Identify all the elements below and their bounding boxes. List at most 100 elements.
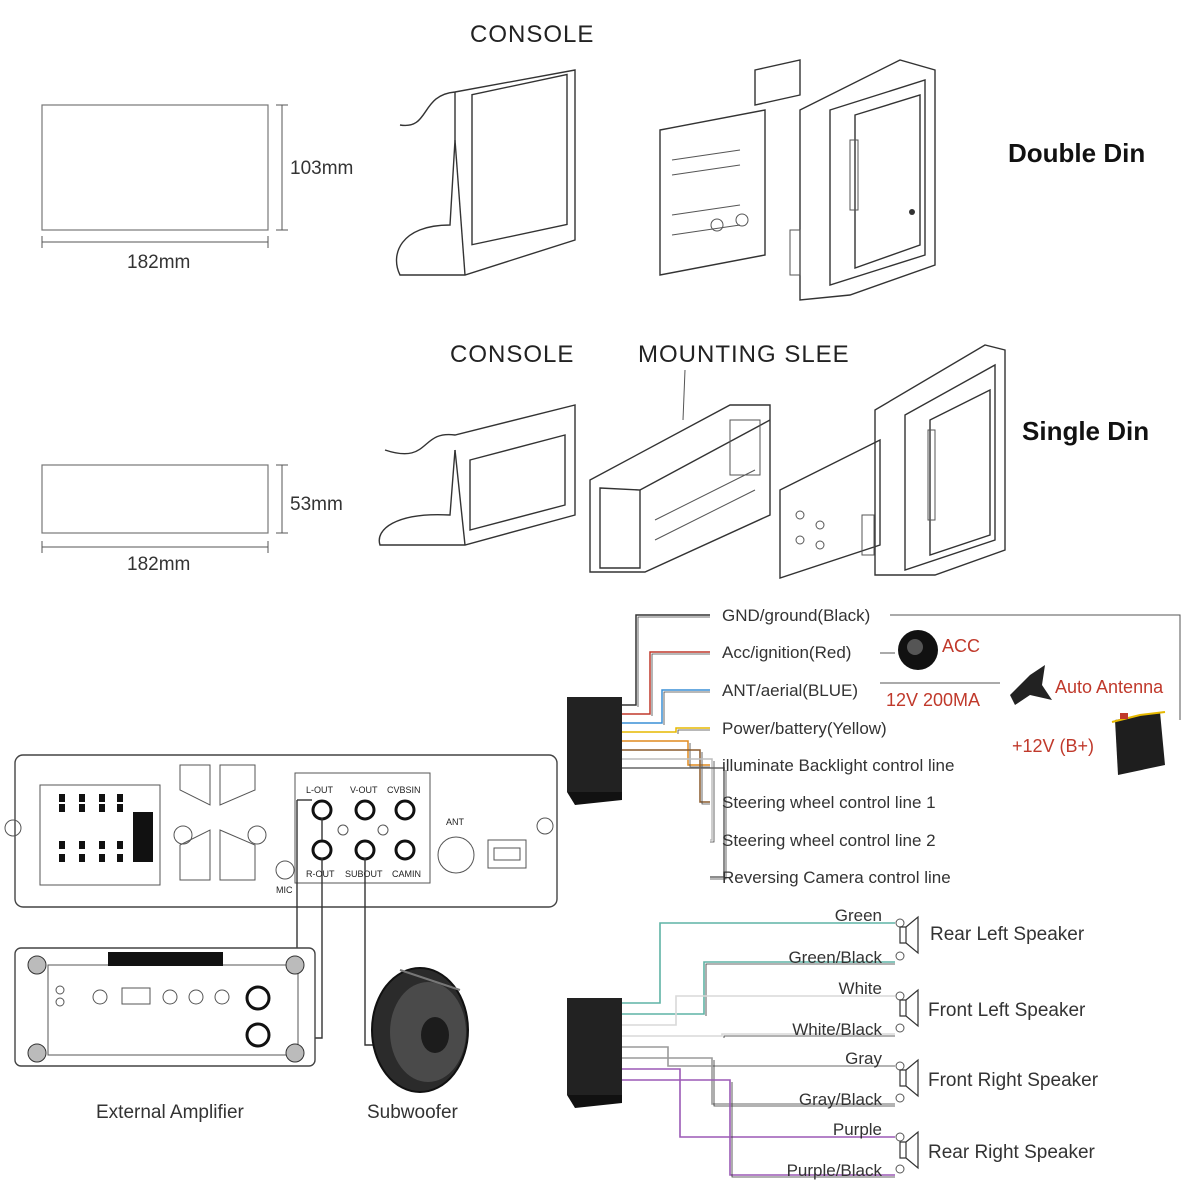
- power-wire: [622, 651, 710, 715]
- double-din-outline: [41, 104, 269, 231]
- mounting-sleeve-label: MOUNTING SLEE: [638, 341, 850, 368]
- single-din-section: 53mm 182mm CONSOLE MOUNTING SLEE Si: [41, 341, 1149, 579]
- speaker-name-label: Front Right Speaker: [928, 1070, 1099, 1091]
- power-wire: [622, 758, 713, 841]
- power-wire-label: Reversing Camera control line: [722, 868, 951, 887]
- power-wire-shadow: [710, 761, 715, 843]
- speaker-plus-label: White: [839, 979, 882, 998]
- power-wire: [622, 740, 710, 766]
- rca-jack-subout[interactable]: [354, 839, 376, 861]
- amp-input-right[interactable]: [245, 1022, 271, 1048]
- speaker-plus-label: Gray: [845, 1049, 882, 1068]
- rca-jack-camin[interactable]: [394, 839, 416, 861]
- port-label-l-out: L-OUT: [306, 785, 334, 795]
- rca-jack-r-out[interactable]: [311, 839, 333, 861]
- speaker-name-label: Front Left Speaker: [928, 1000, 1086, 1021]
- amplifier-label: External Amplifier: [96, 1102, 245, 1123]
- power-wire-label: Steering wheel control line 2: [722, 831, 936, 850]
- iso-connector-latch: [133, 812, 153, 862]
- speaker-minus-label: White/Black: [792, 1020, 882, 1039]
- power-wire: [622, 689, 710, 724]
- speaker-icon: [899, 1058, 919, 1098]
- double-din-section: 103mm 182mm CONSOLE Double Din: [41, 21, 1145, 301]
- mic-jack[interactable]: [275, 860, 295, 880]
- power-wire-label: Acc/ignition(Red): [722, 643, 851, 662]
- speaker-minus-terminal: [895, 1164, 905, 1174]
- power-wire-shadow: [689, 743, 710, 768]
- ground-return-wire: [890, 614, 1181, 720]
- mounting-sleeve: [589, 404, 771, 573]
- double-din-title: Double Din: [1008, 138, 1145, 168]
- speaker-wire: [622, 1057, 895, 1105]
- port-label-camin: CAMIN: [392, 869, 421, 879]
- port-label-r-out: R-OUT: [306, 869, 335, 879]
- current-rating-label: 12V 200MA: [886, 690, 980, 710]
- speaker-minus-label: Gray/Black: [799, 1090, 883, 1109]
- double-din-head-unit: [659, 59, 936, 301]
- double-din-width-label: 182mm: [127, 252, 190, 273]
- power-wire: [622, 767, 725, 878]
- speaker-minus-label: Green/Black: [788, 948, 882, 967]
- single-din-height-label: 53mm: [290, 494, 343, 515]
- mounting-sleeve-pointer: [682, 369, 686, 421]
- mic-label: MIC: [276, 885, 293, 895]
- rca-port-block: [294, 772, 431, 884]
- usb-connector[interactable]: [487, 839, 527, 869]
- power-wire-label: ANT/aerial(BLUE): [722, 681, 858, 700]
- speaker-wire: [622, 1079, 895, 1176]
- power-wire-shadow: [701, 752, 710, 805]
- speaker-wire: [622, 922, 895, 1004]
- speaker-plus-terminal: [895, 918, 905, 928]
- rca-jack-v-out[interactable]: [354, 799, 376, 821]
- double-din-height-label: 103mm: [290, 158, 353, 179]
- speaker-wire: [622, 995, 895, 1026]
- port-label-v-out: V-OUT: [350, 785, 378, 795]
- power-wire: [622, 749, 710, 803]
- auto-antenna-label: Auto Antenna: [1055, 677, 1164, 697]
- speaker-wire-stripe: [713, 1060, 895, 1107]
- speaker-wire-stripe: [705, 963, 895, 1016]
- power-wire-label: Steering wheel control line 1: [722, 793, 936, 812]
- single-din-console-label: CONSOLE: [450, 341, 574, 368]
- speaker-minus-terminal: [895, 1093, 905, 1103]
- speaker-icon: [899, 1130, 919, 1170]
- iso-connector: [39, 784, 161, 886]
- single-din-title: Single Din: [1022, 416, 1149, 446]
- power-wire-label: Power/battery(Yellow): [722, 719, 887, 738]
- speaker-plus-terminal: [895, 1061, 905, 1071]
- power-wire: [622, 614, 710, 706]
- port-label-subout: SUBOUT: [345, 869, 383, 879]
- single-din-outline: [41, 464, 269, 534]
- single-din-console: [378, 404, 576, 546]
- speaker-name-label: Rear Left Speaker: [930, 924, 1085, 945]
- power-wire-shadow: [677, 729, 710, 734]
- speaker-plus-label: Purple: [833, 1120, 882, 1139]
- battery-voltage-label: +12V (B+): [1012, 736, 1094, 756]
- power-wire-label: GND/ground(Black): [722, 606, 870, 625]
- power-wire: [622, 727, 710, 733]
- power-harness-connector: [567, 697, 622, 805]
- speaker-plus-terminal: [895, 991, 905, 1001]
- rear-panel: MIC L-OUT V-OUT CVBSIN R-OUT SUBOUT CAMI…: [4, 754, 558, 908]
- antenna-jack[interactable]: [437, 836, 475, 874]
- iso-connector-pins: [59, 794, 123, 862]
- rca-jack-cvbsin[interactable]: [394, 799, 416, 821]
- rca-jack-l-out[interactable]: [311, 799, 333, 821]
- speaker-plus-terminal: [895, 1132, 905, 1142]
- amp-input-left[interactable]: [245, 985, 271, 1011]
- subwoofer-label: Subwoofer: [367, 1102, 459, 1123]
- external-amplifier: [14, 947, 316, 1067]
- speaker-icon: [899, 988, 919, 1028]
- power-wire-label: illuminate Backlight control line: [722, 756, 954, 775]
- power-wire-shadow: [651, 653, 710, 716]
- subwoofer: [371, 967, 469, 1093]
- speaker-wire-stripe: [723, 1035, 895, 1038]
- speaker-name-label: Rear Right Speaker: [928, 1142, 1096, 1163]
- battery-icon: [1111, 711, 1166, 775]
- speaker-wire: [622, 1046, 895, 1067]
- power-wire-shadow: [663, 691, 710, 725]
- speaker-plus-label: Green: [835, 906, 882, 925]
- speaker-wire: [622, 961, 895, 1015]
- double-din-console-label: CONSOLE: [470, 21, 594, 48]
- speaker-harness-connector: [567, 998, 622, 1108]
